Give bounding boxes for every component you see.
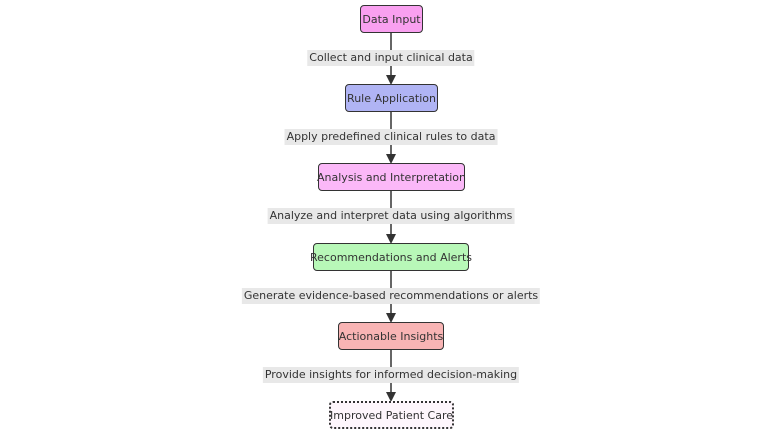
edge-label-4: Generate evidence-based recommendations … xyxy=(241,288,541,304)
node-analysis-and-interpretation: Analysis and Interpretation xyxy=(317,163,466,191)
edge-label-2: Apply predefined clinical rules to data xyxy=(284,129,498,145)
node-label: Improved Patient Care xyxy=(330,408,453,422)
node-improved-patient-care: Improved Patient Care xyxy=(329,401,454,429)
node-label: Recommendations and Alerts xyxy=(310,250,472,264)
edge-label-3: Analyze and interpret data using algorit… xyxy=(267,208,515,224)
node-rule-application: Rule Application xyxy=(345,84,438,112)
node-label: Analysis and Interpretation xyxy=(317,170,466,184)
node-label: Actionable Insights xyxy=(338,329,444,343)
edge-label-1: Collect and input clinical data xyxy=(307,50,475,66)
node-label: Data Input xyxy=(362,12,421,26)
node-label: Rule Application xyxy=(347,91,436,105)
node-data-input: Data Input xyxy=(360,5,423,33)
node-actionable-insights: Actionable Insights xyxy=(338,322,444,350)
node-recommendations-and-alerts: Recommendations and Alerts xyxy=(310,243,472,271)
edge-label-5: Provide insights for informed decision-m… xyxy=(262,367,520,383)
